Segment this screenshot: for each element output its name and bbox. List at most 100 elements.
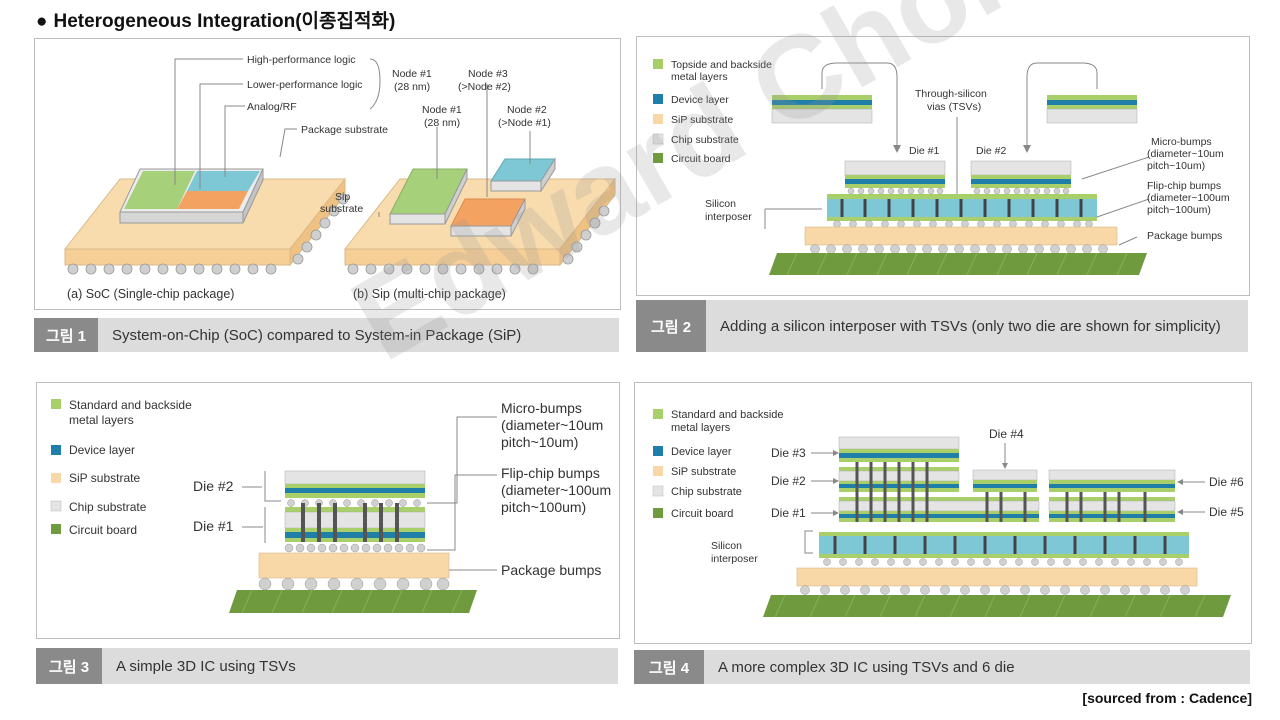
label-micro-line1: Micro-bumps: [1151, 136, 1212, 148]
label-die2: Die #2: [771, 474, 806, 488]
figure-2-legend: Topside and backside metal layers Device…: [652, 59, 772, 165]
figure-1-caption-text: System-on-Chip (SoC) compared to System-…: [112, 326, 522, 344]
figure-3-stack: [229, 470, 477, 614]
label-tsv-line2: vias (TSVs): [927, 101, 981, 113]
sip-package: [343, 157, 617, 275]
label-sip-caption: (b) Sip (multi-chip package): [353, 287, 506, 301]
label-package-bumps: Package bumps: [501, 562, 601, 578]
label-die1: Die #1: [193, 518, 234, 534]
figure-2-stack: [769, 160, 1147, 276]
floating-die-left: [771, 95, 873, 124]
figure-4-legend: Standard and backside metal layers Devic…: [652, 409, 784, 520]
label-package-substrate: Package substrate: [301, 124, 388, 136]
figure-3-caption-text: A simple 3D IC using TSVs: [116, 657, 296, 675]
figure-3-caption: 그림 3 A simple 3D IC using TSVs: [36, 648, 618, 684]
label-node1-top-nm: (28 nm): [394, 81, 430, 93]
label-flip-line3: pitch~100um): [501, 499, 586, 515]
figure-1-caption: 그림 1 System-on-Chip (SoC) compared to Sy…: [34, 318, 619, 352]
label-node1: Node #1: [422, 104, 462, 116]
legend-sip: SiP substrate: [69, 471, 140, 485]
label-micro-line2: (diameter~10um: [501, 417, 603, 433]
figure-1-tag: 그림 1: [34, 318, 98, 352]
label-die5: Die #5: [1209, 505, 1244, 519]
figure-1-panel: High-performance logic Lower-performance…: [34, 38, 621, 310]
label-interposer-line1: Silicon: [705, 198, 736, 210]
label-die6: Die #6: [1209, 475, 1244, 489]
label-node1-nm: (28 nm): [424, 117, 460, 129]
label-die1: Die #1: [771, 506, 806, 520]
figure-1-labels: High-performance logic Lower-performance…: [247, 54, 551, 215]
legend-sip: SiP substrate: [671, 466, 736, 478]
figure-4-caption: 그림 4 A more complex 3D IC using TSVs and…: [634, 650, 1250, 684]
label-die3: Die #3: [771, 446, 806, 460]
label-lower-performance-logic: Lower-performance logic: [247, 79, 363, 91]
legend-swatch-device: [653, 94, 663, 104]
legend-swatch-sip: [653, 114, 663, 124]
label-die1: Die #1: [909, 145, 940, 157]
legend-metal-line2: metal layers: [671, 71, 728, 83]
figure-3-panel: Standard and backside metal layers Devic…: [36, 382, 620, 639]
figure-4-stack: [763, 436, 1231, 618]
legend-chip: Chip substrate: [671, 134, 739, 146]
figure-3-tag: 그림 3: [36, 648, 102, 684]
figure-1-leader-lines: [174, 58, 531, 217]
legend-device: Device layer: [69, 443, 135, 457]
figure-2-caption-text: Adding a silicon interposer with TSVs (o…: [720, 317, 1221, 335]
label-high-performance-logic: High-performance logic: [247, 54, 356, 66]
bullet-icon: ●: [36, 11, 48, 32]
legend-device: Device layer: [671, 446, 732, 458]
label-micro-line2: (diameter~10um: [1147, 148, 1224, 160]
label-node2: Node #2: [507, 104, 547, 116]
figure-3-legend: Standard and backside metal layers Devic…: [50, 398, 192, 537]
label-package-bumps: Package bumps: [1147, 230, 1222, 242]
legend-swatch-board: [653, 153, 663, 163]
label-flip-line2: (diameter~100um: [501, 482, 611, 498]
label-micro-line3: pitch~10um): [501, 434, 578, 450]
legend-chip: Chip substrate: [69, 500, 147, 514]
legend-board: Circuit board: [671, 153, 731, 165]
label-flip-line1: Flip-chip bumps: [1147, 180, 1221, 192]
legend-metal-line2: metal layers: [69, 413, 134, 427]
page-heading: ●Heterogeneous Integration(이종집적화): [36, 6, 395, 33]
label-flip-line2: (diameter~100um: [1147, 192, 1230, 204]
label-micro-line1: Micro-bumps: [501, 400, 582, 416]
source-credit: [sourced from : Cadence]: [1082, 690, 1252, 706]
legend-chip: Chip substrate: [671, 486, 742, 498]
label-die2: Die #2: [976, 145, 1007, 157]
legend-metal-line1: Standard and backside: [69, 398, 192, 412]
label-sip: Sip: [335, 191, 350, 203]
figure-1-diagram: High-performance logic Lower-performance…: [63, 54, 617, 301]
legend-board: Circuit board: [69, 523, 137, 537]
figure-2-caption: 그림 2 Adding a silicon interposer with TS…: [636, 300, 1248, 352]
label-node2-sub: (>Node #1): [498, 117, 551, 129]
legend-swatch-metal: [653, 59, 663, 69]
label-interposer-line2: interposer: [711, 553, 758, 565]
figure-2-diagram: Topside and backside metal layers Device…: [652, 59, 1230, 276]
label-flip-line3: pitch~100um): [1147, 204, 1211, 216]
figure-4-diagram: Standard and backside metal layers Devic…: [652, 409, 1244, 618]
legend-device: Device layer: [671, 94, 729, 106]
legend-metal-line1: Standard and backside: [671, 409, 784, 421]
label-flip-line1: Flip-chip bumps: [501, 465, 600, 481]
legend-sip: SiP substrate: [671, 114, 733, 126]
label-interposer-line2: interposer: [705, 211, 752, 223]
legend-metal-line2: metal layers: [671, 422, 731, 434]
legend-metal-line1: Topside and backside: [671, 59, 772, 71]
legend-swatch-chip: [652, 133, 664, 145]
label-interposer-line1: Silicon: [711, 540, 742, 552]
label-node1-top: Node #1: [392, 68, 432, 80]
figure-4-caption-text: A more complex 3D IC using TSVs and 6 di…: [718, 658, 1015, 676]
legend-board: Circuit board: [671, 508, 733, 520]
figure-3-diagram: Standard and backside metal layers Devic…: [50, 398, 611, 614]
label-node3-sub: (>Node #2): [458, 81, 511, 93]
figure-4-tag: 그림 4: [634, 650, 704, 684]
label-soc-caption: (a) SoC (Single-chip package): [67, 287, 234, 301]
label-tsv-line1: Through-silicon: [915, 88, 987, 100]
heading-title: Heterogeneous Integration(이종집적화): [53, 11, 396, 32]
floating-die-right: [1046, 95, 1138, 124]
label-sip-substrate: substrate: [320, 203, 363, 215]
label-die2: Die #2: [193, 478, 234, 494]
label-node3: Node #3: [468, 68, 508, 80]
figure-2-tag: 그림 2: [636, 300, 706, 352]
figure-4-panel: Standard and backside metal layers Devic…: [634, 382, 1252, 644]
